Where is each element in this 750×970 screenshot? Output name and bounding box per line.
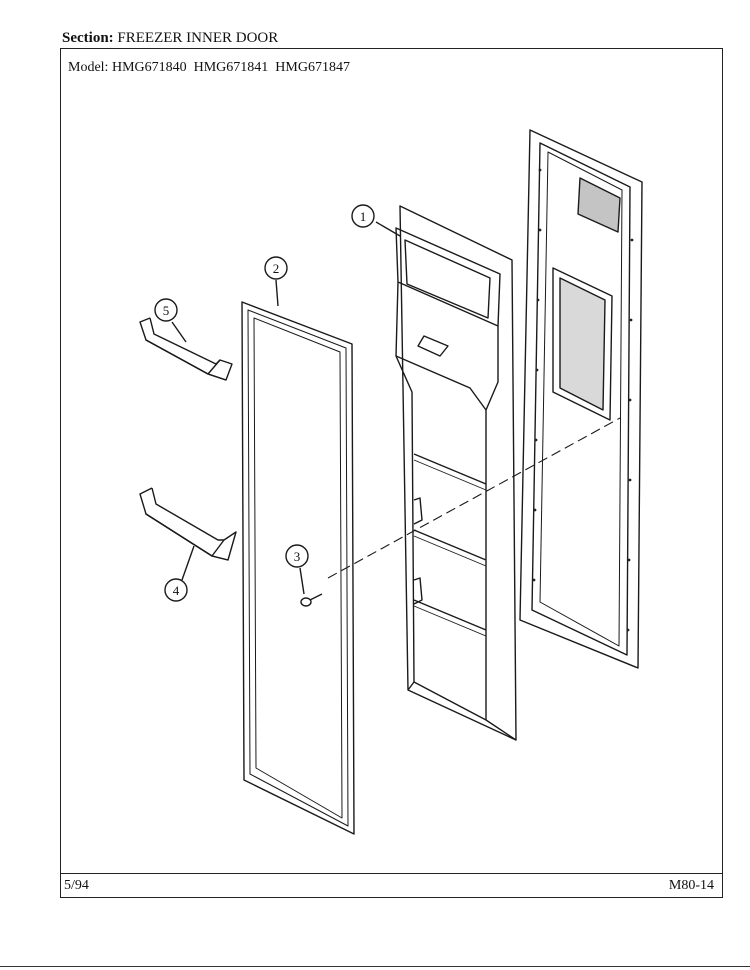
model-label: Model: [68,60,109,75]
leader-5 [171,321,187,343]
callout-3-circle [285,544,309,568]
callout-1-circle [351,204,375,228]
model-values: HMG671840 HMG671841 HMG671847 [111,60,350,75]
footer-code: M80-14 [668,878,714,893]
callout-2-circle [264,256,288,280]
page-bottom-rule [0,966,750,967]
callout-3-label: 3 [294,549,301,564]
footer-date: 5/94 [64,878,89,893]
upper-door-shelf [139,317,233,381]
model-line: Model: HMG671840 HMG671841 HMG671847 [68,60,350,76]
leader-2 [275,279,279,307]
inner-door-liner [395,205,517,741]
section-value: FREEZER INNER DOOR [117,30,279,46]
outer-door-panel [519,129,643,669]
lower-door-shelf [139,487,237,561]
leader-3 [299,567,305,595]
callout-5-label: 5 [163,303,170,318]
door-gasket [241,301,355,835]
leader-4 [181,545,195,581]
callout-2-label: 2 [273,261,280,276]
assembly-axis-line [327,417,621,579]
screw [300,593,323,607]
callout-4-circle [164,578,188,602]
footer-divider [60,873,723,874]
section-label: Section: [62,30,114,46]
leader-1 [375,221,401,237]
callout-1-label: 1 [360,209,367,224]
callout-4-label: 4 [173,583,180,598]
callout-5-circle [154,298,178,322]
section-title: Section: FREEZER INNER DOOR [62,30,278,47]
diagram-frame [60,48,723,898]
